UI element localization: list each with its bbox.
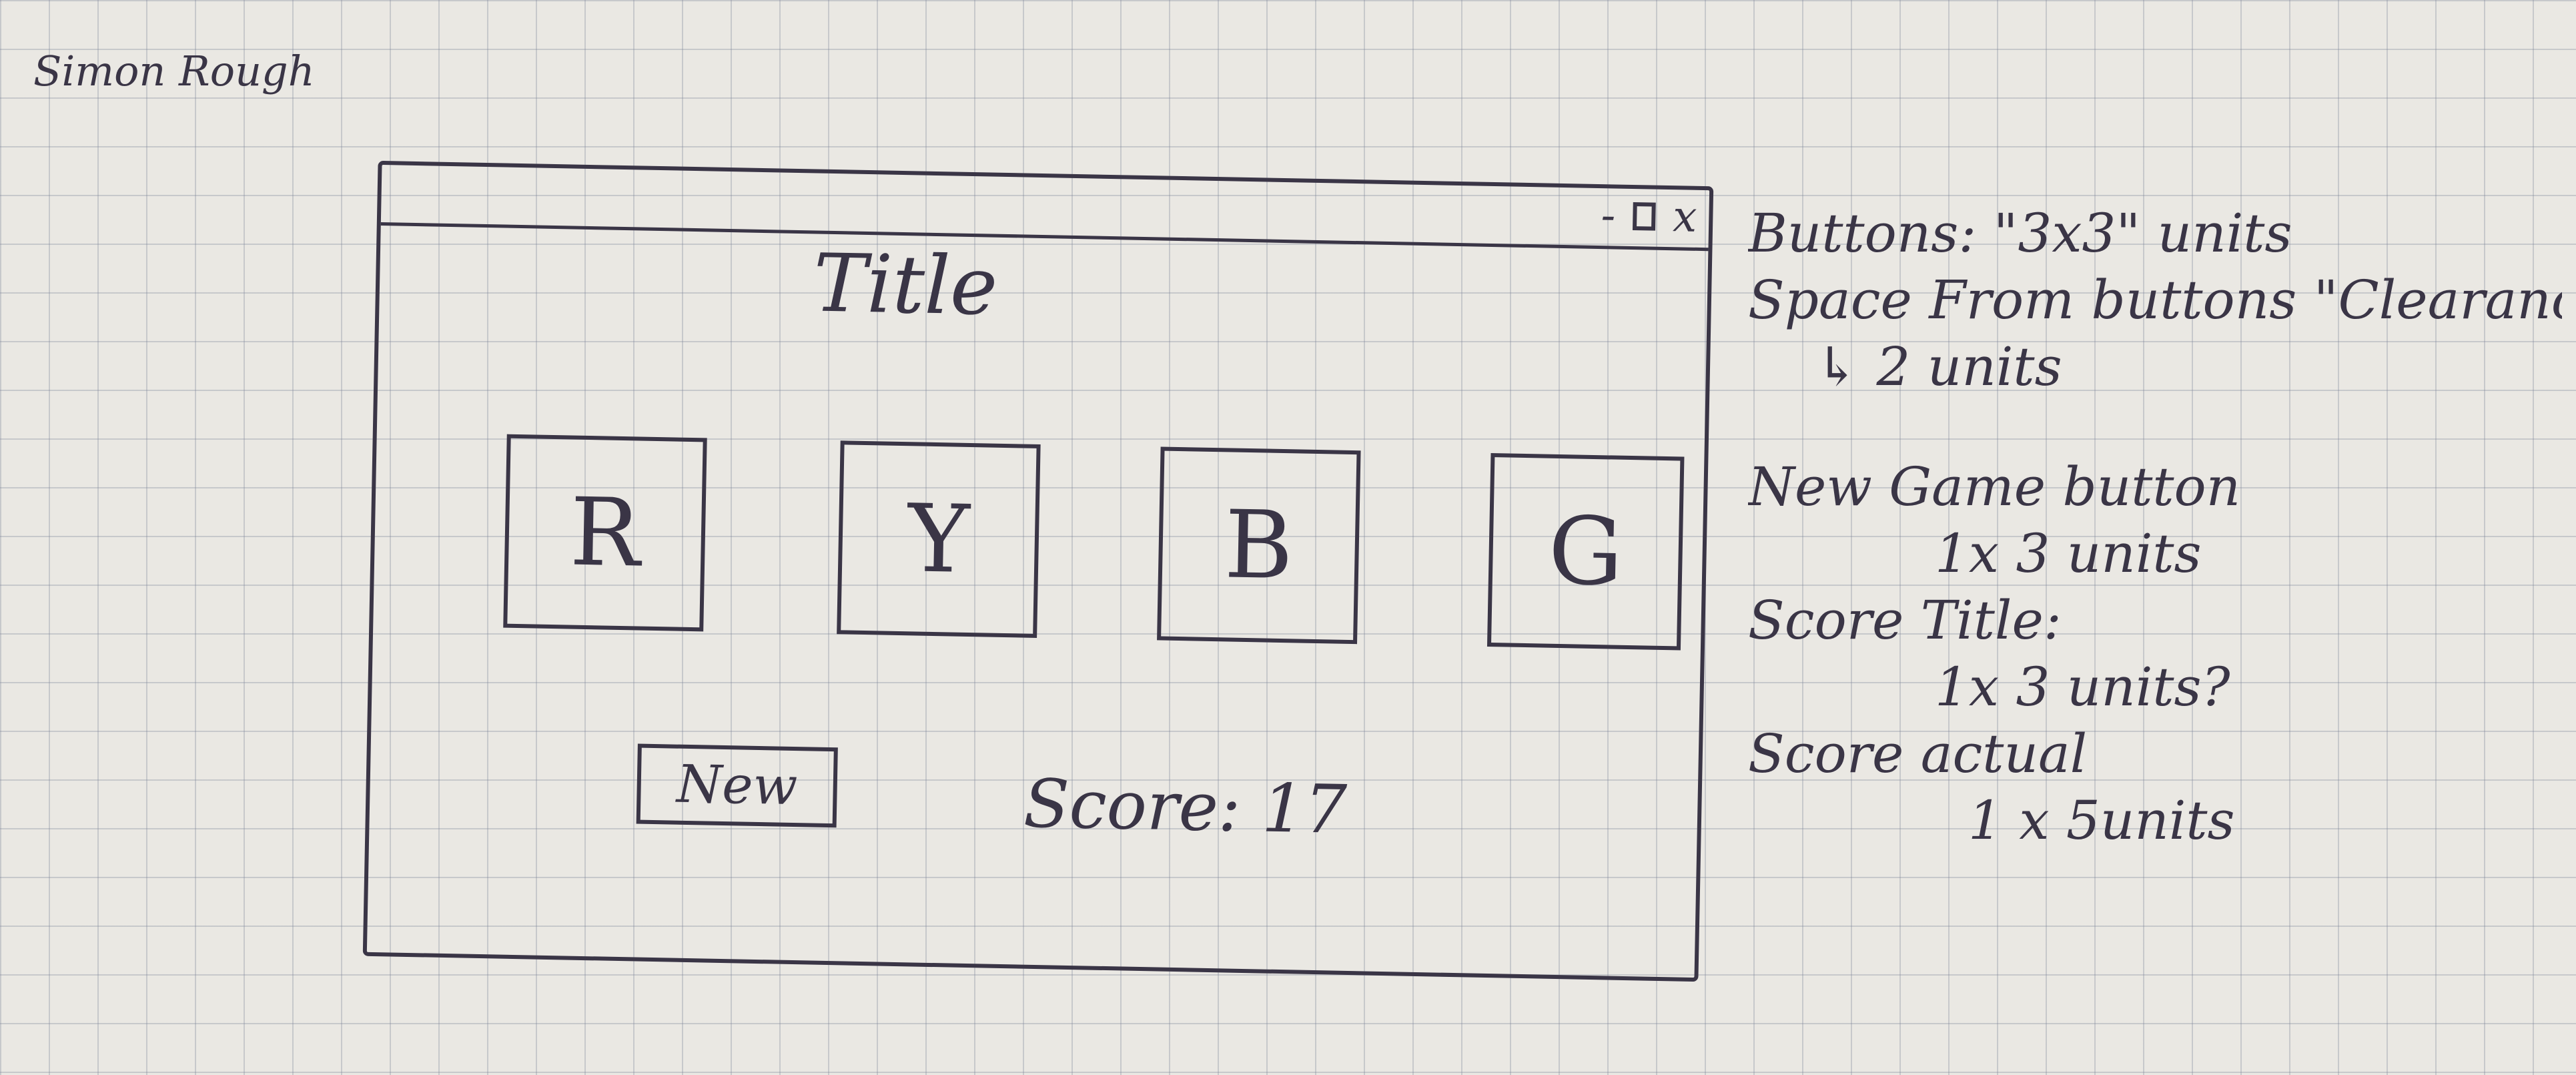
new-game-button[interactable]: New [636,743,838,828]
note-line: Space From buttons "Clearanc [1748,269,2562,331]
sketch-title: Simon Rough [33,47,315,95]
maximize-button[interactable] [1632,202,1656,231]
note-line: New Game button [1748,456,2241,518]
title-bar: - x [380,165,1710,252]
design-notes: Buttons: "3x3" units Space From buttons … [1748,200,2562,854]
app-title: Title [812,237,999,334]
close-button[interactable]: x [1672,192,1698,242]
minimize-button[interactable]: - [1600,191,1616,241]
score-display: Score: 17 [1023,764,1348,849]
green-button[interactable]: G [1486,452,1685,651]
red-button-label: R [568,478,642,589]
note-line: Buttons: "3x3" units [1748,202,2292,264]
note-line: 1 x 5units [1968,789,2235,851]
note-line: ↳ 2 units [1815,336,2062,398]
yellow-button[interactable]: Y [837,440,1041,638]
note-line: 1x 3 units [1935,522,2202,585]
yellow-button-label: Y [907,484,971,595]
note-line: Score Title: [1748,589,2062,651]
window-controls: - x [1600,191,1698,242]
blue-button[interactable]: B [1157,446,1361,645]
app-window: - x Title R Y B G New Score: 17 [362,160,1714,982]
red-button[interactable]: R [503,434,707,632]
blue-button-label: B [1223,490,1294,601]
note-line: 1x 3 units? [1935,656,2230,718]
green-button-label: G [1547,496,1625,607]
note-line: Score actual [1748,723,2088,785]
new-game-button-label: New [676,754,799,817]
